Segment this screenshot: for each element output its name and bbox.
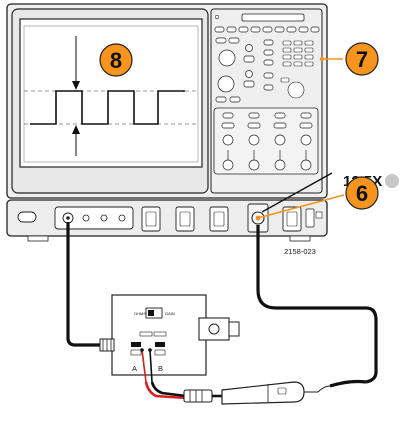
- ch5-input[interactable]: [282, 206, 302, 232]
- polarity-switch-a[interactable]: [131, 342, 141, 347]
- square-waveform: [30, 90, 185, 125]
- channel-section: [213, 107, 319, 175]
- probe-body: [221, 381, 305, 405]
- callout-7-badge: [345, 42, 379, 76]
- keypad: [280, 40, 314, 99]
- button[interactable]: [250, 26, 261, 33]
- button[interactable]: [310, 26, 320, 33]
- zoom-dot: [385, 174, 399, 188]
- callout-8-badge: [99, 43, 133, 77]
- power-button[interactable]: [17, 211, 37, 223]
- probe-calibration-fixture: OHMS GAIN A B: [99, 294, 240, 383]
- button[interactable]: [274, 26, 285, 33]
- ch3-input[interactable]: [209, 206, 229, 232]
- lead-a-label: A: [132, 364, 137, 373]
- callout-7-number: 7: [356, 47, 368, 72]
- callout-6-badge: [345, 176, 379, 210]
- figure-number: 2158-023: [284, 247, 316, 256]
- display-screen: [19, 18, 203, 168]
- ch3-scale-knob[interactable]: [274, 159, 286, 171]
- multipurpose-knob-a[interactable]: [218, 49, 236, 67]
- lead-b-label: B: [158, 364, 163, 373]
- multipurpose-knob-b[interactable]: [217, 75, 235, 93]
- ch1-scale-knob[interactable]: [222, 159, 234, 171]
- switch-left-label: OHMS: [134, 311, 146, 316]
- trigger-level-knob[interactable]: [287, 81, 305, 99]
- callout-6-number: 6: [356, 181, 368, 206]
- oscilloscope: 8: [6, 3, 379, 242]
- function-button-row: [214, 26, 320, 33]
- ch2-position-knob[interactable]: [248, 134, 260, 146]
- ch4-position-knob[interactable]: [300, 134, 312, 146]
- amplitude-arrow-down: [72, 81, 80, 90]
- switch-right-label: GAIN: [165, 311, 175, 316]
- ch1-position-knob[interactable]: [222, 134, 234, 146]
- differential-probe: [144, 379, 367, 405]
- button[interactable]: [286, 26, 297, 33]
- button[interactable]: [214, 26, 225, 33]
- right-cable: [256, 225, 378, 384]
- ch1-input[interactable]: [141, 206, 161, 232]
- callout-6-leader: [257, 194, 345, 219]
- ch4-scale-knob[interactable]: [300, 159, 312, 171]
- button[interactable]: [262, 26, 273, 33]
- lead-b-wire: [149, 349, 153, 383]
- aux-connector-panel: [54, 206, 134, 230]
- probe-tip-adapter: [183, 389, 213, 403]
- ch2-input[interactable]: [175, 206, 195, 232]
- amplitude-arrow-up: [72, 125, 80, 134]
- button[interactable]: [298, 26, 309, 33]
- ch3-position-knob[interactable]: [274, 134, 286, 146]
- polarity-switch-b[interactable]: [155, 342, 165, 347]
- left-cable: [66, 222, 108, 347]
- button[interactable]: [238, 26, 249, 33]
- callout-8-number: 8: [110, 48, 122, 73]
- button[interactable]: [226, 26, 237, 33]
- lead-a-wire: [141, 349, 147, 383]
- zoom-leader: [261, 172, 333, 213]
- ch2-scale-knob[interactable]: [248, 159, 260, 171]
